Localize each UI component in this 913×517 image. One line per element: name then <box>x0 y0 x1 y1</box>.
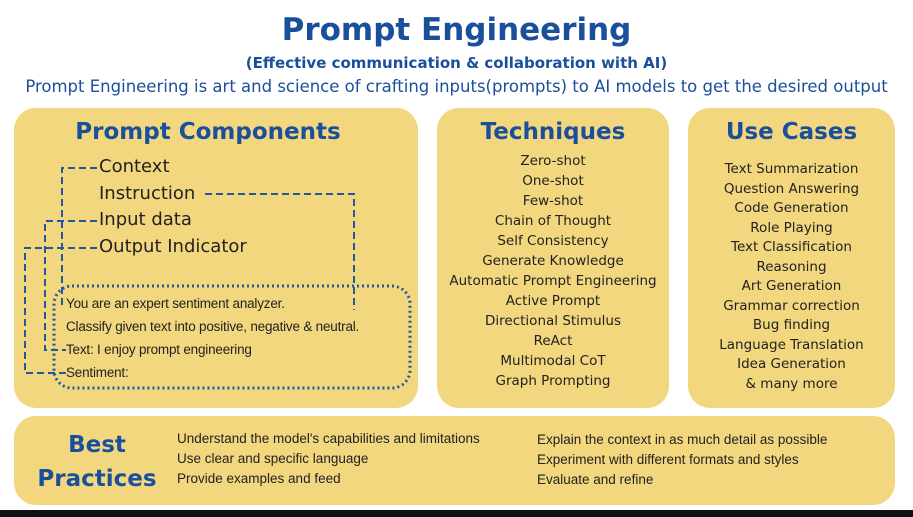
best-practice-item: Understand the model's capabilities and … <box>177 431 480 446</box>
technique-item: Generate Knowledge <box>482 253 624 269</box>
technique-item: Chain of Thought <box>494 213 612 229</box>
best-practice-item: Provide examples and feed <box>177 471 341 486</box>
context-connector <box>61 167 97 305</box>
instruction-connector <box>205 193 355 310</box>
output-indicator-connector <box>24 247 97 374</box>
connector-lines <box>24 167 412 390</box>
use-case-item: Code Generation <box>734 200 849 216</box>
example-line-input: Text: I enjoy prompt engineering <box>66 342 252 357</box>
use-case-item: Question Answering <box>723 180 860 197</box>
best-practices-heading-line1: Best <box>68 432 126 458</box>
component-instruction: Instruction <box>99 183 196 204</box>
best-practice-item: Explain the context in as much detail as… <box>537 432 828 447</box>
best-practice-item: Experiment with different formats and st… <box>537 452 799 467</box>
use-cases-panel: Use Cases Text Summarization Question An… <box>688 108 895 408</box>
use-cases-heading: Use Cases <box>725 119 858 145</box>
example-line-output: Sentiment: <box>66 365 129 380</box>
technique-item: Graph Prompting <box>495 373 611 389</box>
use-case-item: Role Playing <box>750 219 833 236</box>
prompt-components-heading: Prompt Components <box>75 119 341 145</box>
use-case-item: Bug finding <box>752 317 831 333</box>
page-description: Prompt Engineering is art and science of… <box>25 77 888 96</box>
best-practices-col2: Explain the context in as much detail as… <box>537 430 827 490</box>
use-case-item: Idea Generation <box>737 356 846 372</box>
bottom-bar <box>0 510 913 517</box>
component-output-indicator: Output Indicator <box>99 236 247 257</box>
technique-item: Few-shot <box>522 193 584 209</box>
use-case-item: Art Generation <box>741 278 842 294</box>
use-case-item: Text Classification <box>731 239 852 255</box>
technique-item: One-shot <box>522 173 584 189</box>
use-case-item: Grammar correction <box>723 297 860 314</box>
page-title: Prompt Engineering <box>281 12 632 48</box>
technique-item: Self Consistency <box>497 233 609 249</box>
component-context: Context <box>99 156 170 177</box>
best-practices-panel: Best Practices Understand the model's ca… <box>14 416 895 505</box>
example-prompt-box <box>52 284 412 390</box>
best-practice-item: Use clear and specific language <box>177 451 369 466</box>
technique-item: Directional Stimulus <box>485 313 621 329</box>
best-practices-heading: Best Practices <box>32 428 162 496</box>
use-case-item: & many more <box>745 375 838 392</box>
technique-item: ReAct <box>533 333 573 349</box>
technique-item: Zero-shot <box>520 153 586 169</box>
technique-item: Multimodal CoT <box>500 353 606 369</box>
techniques-list: Zero-shot One-shot Few-shot Chain of Tho… <box>437 151 669 391</box>
example-line-context: You are an expert sentiment analyzer. <box>66 296 285 311</box>
page-subtitle: (Effective communication & collaboration… <box>245 54 668 72</box>
technique-item: Active Prompt <box>505 293 601 309</box>
techniques-heading: Techniques <box>480 119 626 145</box>
best-practices-heading-line2: Practices <box>37 466 157 492</box>
use-case-item: Reasoning <box>756 258 827 275</box>
prompt-components-panel: Prompt Components Context Instruction In… <box>14 108 418 408</box>
use-case-item: Text Summarization <box>724 161 859 177</box>
use-case-item: Language Translation <box>719 336 864 353</box>
best-practices-col1: Understand the model's capabilities and … <box>177 429 480 489</box>
best-practice-item: Evaluate and refine <box>537 472 654 487</box>
techniques-panel: Techniques Zero-shot One-shot Few-shot C… <box>437 108 669 408</box>
technique-item: Automatic Prompt Engineering <box>449 273 657 289</box>
example-line-instruction: Classify given text into positive, negat… <box>66 319 360 334</box>
use-cases-list: Text Summarization Question Answering Co… <box>688 160 895 394</box>
component-input-data: Input data <box>99 209 192 230</box>
